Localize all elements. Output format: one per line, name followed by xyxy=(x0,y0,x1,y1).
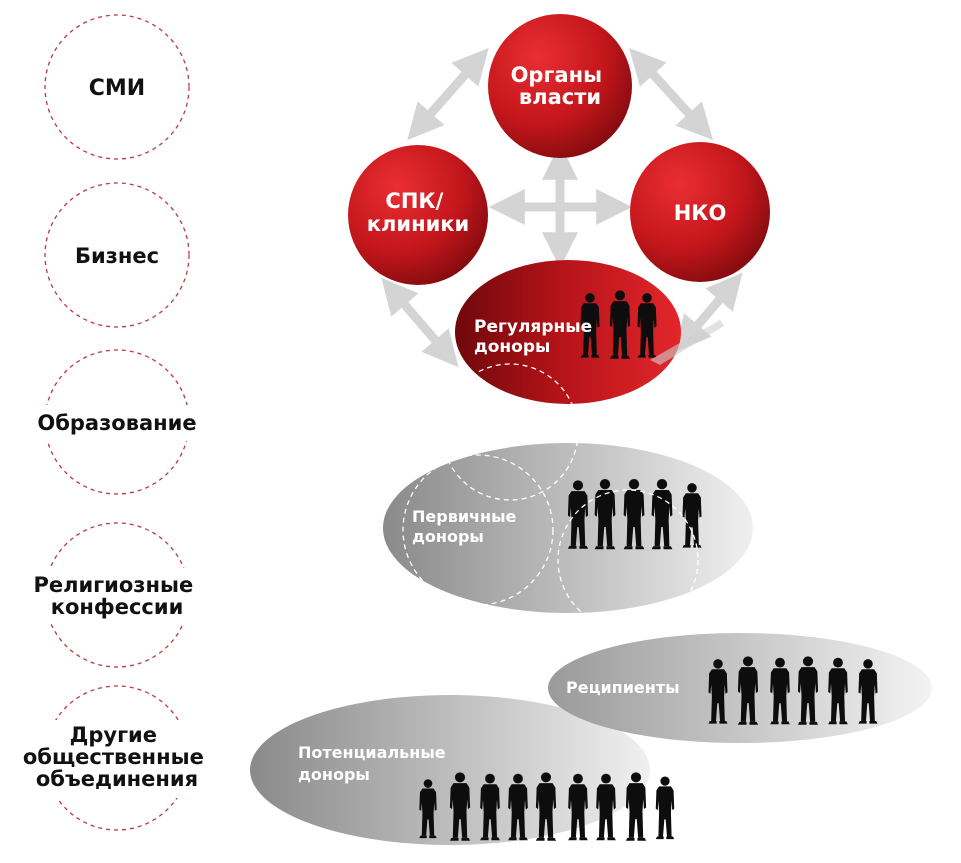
smi-dashed-circle xyxy=(44,14,190,160)
smi-label: СМИ xyxy=(89,76,145,101)
arrow-authorities-spk xyxy=(407,47,489,141)
recipients-label: Реципиенты xyxy=(566,678,680,697)
primary-left-dashed-circle xyxy=(402,454,554,606)
primary-right-dashed-circle xyxy=(557,489,699,631)
religion-label-bg xyxy=(20,568,214,624)
arrow-nko-regular xyxy=(674,272,743,353)
business-dashed-circle xyxy=(44,182,190,328)
other-label: Другие общественные объединения xyxy=(23,723,211,791)
regular-donors-people xyxy=(580,290,724,365)
primary-donors-label: Первичные доноры xyxy=(412,507,522,546)
authorities-node xyxy=(488,14,632,158)
religion-label: Религиозные конфессии xyxy=(33,573,200,619)
left-stakeholder-column: СМИ Бизнес Образование Религиозные конфе… xyxy=(20,14,214,831)
authorities-label: Органы власти xyxy=(511,63,610,109)
education-label: Образование xyxy=(37,411,196,435)
business-label: Бизнес xyxy=(75,244,159,268)
grey-groups xyxy=(250,443,932,845)
arrow-spk-regular xyxy=(381,277,459,368)
regular-primary-dashed-circle xyxy=(441,363,579,501)
spk-label: СПК/ клиники xyxy=(367,189,470,236)
regular-donors-label: Регулярные доноры xyxy=(474,317,598,357)
other-label-bg xyxy=(20,720,214,798)
spk-node xyxy=(348,145,488,285)
nko-label: НКО xyxy=(674,201,727,225)
transition-dashed-circles xyxy=(402,363,699,631)
red-nodes xyxy=(348,14,770,404)
education-label-bg xyxy=(22,405,210,441)
relationship-arrows xyxy=(381,47,743,368)
nko-node xyxy=(630,142,770,282)
arrow-authorities-nko xyxy=(629,48,713,140)
potential-donors-label: Потенциальные доноры xyxy=(298,743,451,784)
